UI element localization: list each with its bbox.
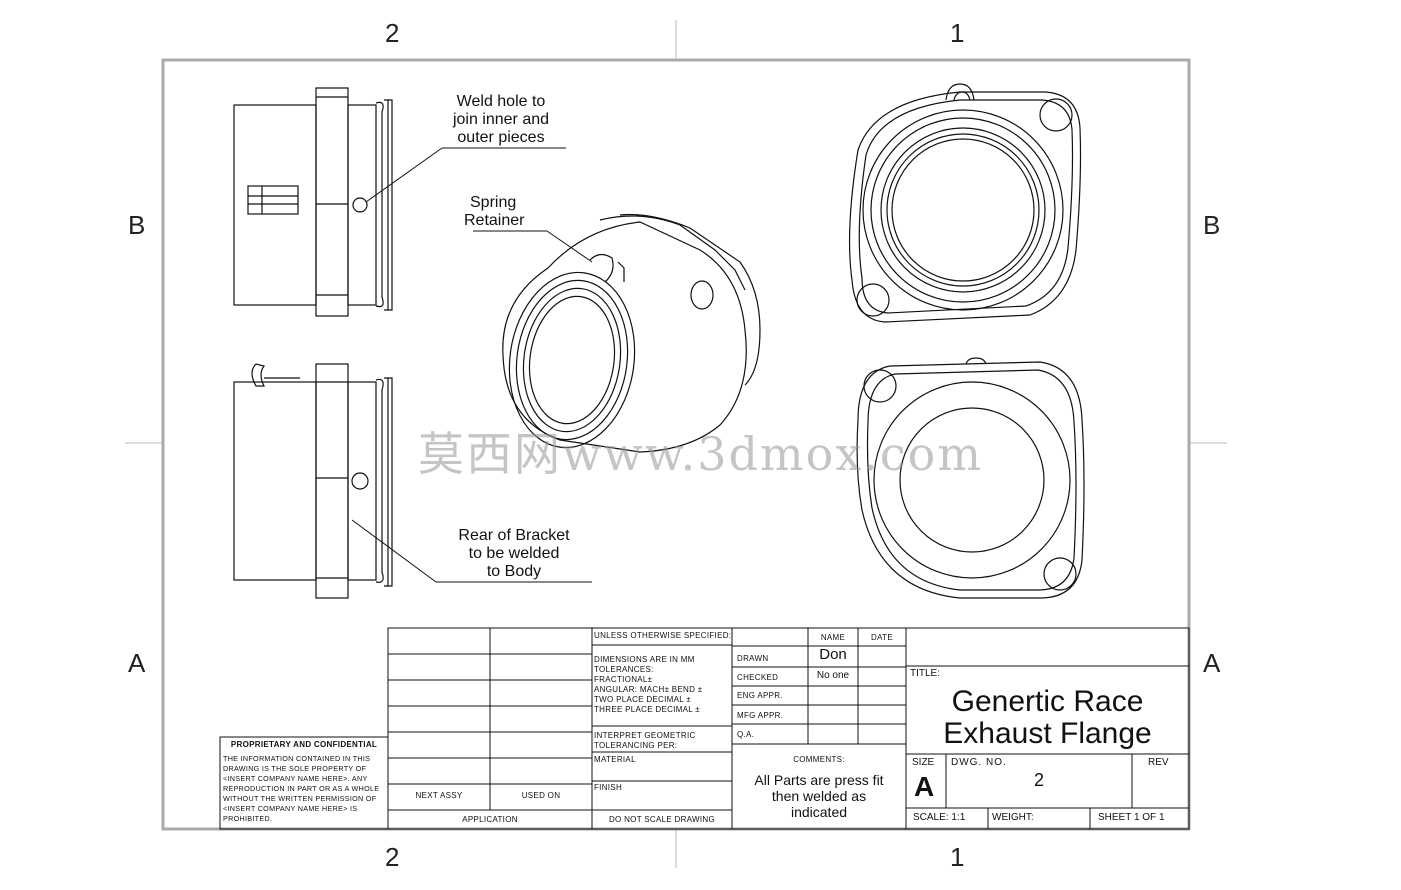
flange-view-top: [848, 83, 1082, 323]
note-spring-retainer: Spring Retainer: [464, 194, 525, 229]
comments-label: COMMENTS:: [793, 755, 845, 764]
zone-top-1: 1: [950, 18, 965, 48]
zone-bottom-1: 1: [950, 842, 965, 872]
finish-label: FINISH: [594, 783, 623, 792]
scale-value: SCALE: 1:1: [913, 812, 966, 823]
sheet-value: SHEET 1 OF 1: [1098, 812, 1165, 823]
flange-view-bottom: [856, 357, 1085, 599]
title-block-grid: [219, 627, 1190, 830]
tolerance-notes: DIMENSIONS ARE IN MM TOLERANCES: FRACTIO…: [594, 655, 703, 714]
name-header: NAME: [820, 633, 846, 642]
drawing-title: Genertic Race Exhaust Flange: [943, 685, 1152, 750]
date-header: DATE: [871, 633, 893, 642]
eng-appr-label: ENG APPR.: [737, 691, 783, 700]
zone-top-2: 2: [385, 18, 400, 48]
interpret-geometric: INTERPRET GEOMETRIC TOLERANCING PER:: [594, 731, 696, 750]
note-rear-bracket: Rear of Bracket to be welded to Body: [458, 527, 570, 580]
checked-label: CHECKED: [737, 673, 779, 682]
proprietary-body: THE INFORMATION CONTAINED IN THIS DRAWIN…: [223, 754, 380, 823]
title-label: TITLE:: [910, 668, 941, 679]
drawn-name: Don: [819, 646, 847, 663]
isometric-view: [502, 213, 761, 453]
next-assy-label: NEXT ASSY: [415, 791, 463, 800]
watermark: 莫西网www.3dmox.com: [418, 427, 983, 481]
checked-name: No one: [816, 670, 850, 681]
zone-left-a: A: [128, 648, 146, 678]
zone-right-a: A: [1203, 648, 1221, 678]
zone-right-b: B: [1203, 210, 1221, 240]
zone-bottom-2: 2: [385, 842, 400, 872]
material-label: MATERIAL: [594, 755, 636, 764]
do-not-scale-label: DO NOT SCALE DRAWING: [608, 815, 715, 824]
rev-label: REV: [1148, 757, 1169, 768]
weight-label: WEIGHT:: [992, 812, 1034, 823]
unless-specified: UNLESS OTHERWISE SPECIFIED:: [594, 631, 732, 640]
zone-left-b: B: [128, 210, 146, 240]
proprietary-heading: PROPRIETARY AND CONFIDENTIAL: [230, 740, 378, 749]
dwg-no-value: 2: [1033, 770, 1044, 790]
used-on-label: USED ON: [521, 791, 561, 800]
side-view-bottom: [233, 363, 393, 599]
drawn-label: DRAWN: [737, 654, 769, 663]
qa-label: Q.A.: [737, 730, 755, 739]
note-weld-hole: Weld hole to join inner and outer pieces: [452, 93, 550, 146]
application-label: APPLICATION: [462, 815, 518, 824]
size-label: SIZE: [912, 757, 935, 768]
size-value: A: [914, 771, 935, 802]
side-view-top: [233, 87, 393, 317]
dwg-no-label: DWG. NO.: [951, 757, 1007, 768]
comments-text: All Parts are press fit then welded as i…: [754, 772, 884, 820]
mfg-appr-label: MFG APPR.: [737, 711, 784, 720]
